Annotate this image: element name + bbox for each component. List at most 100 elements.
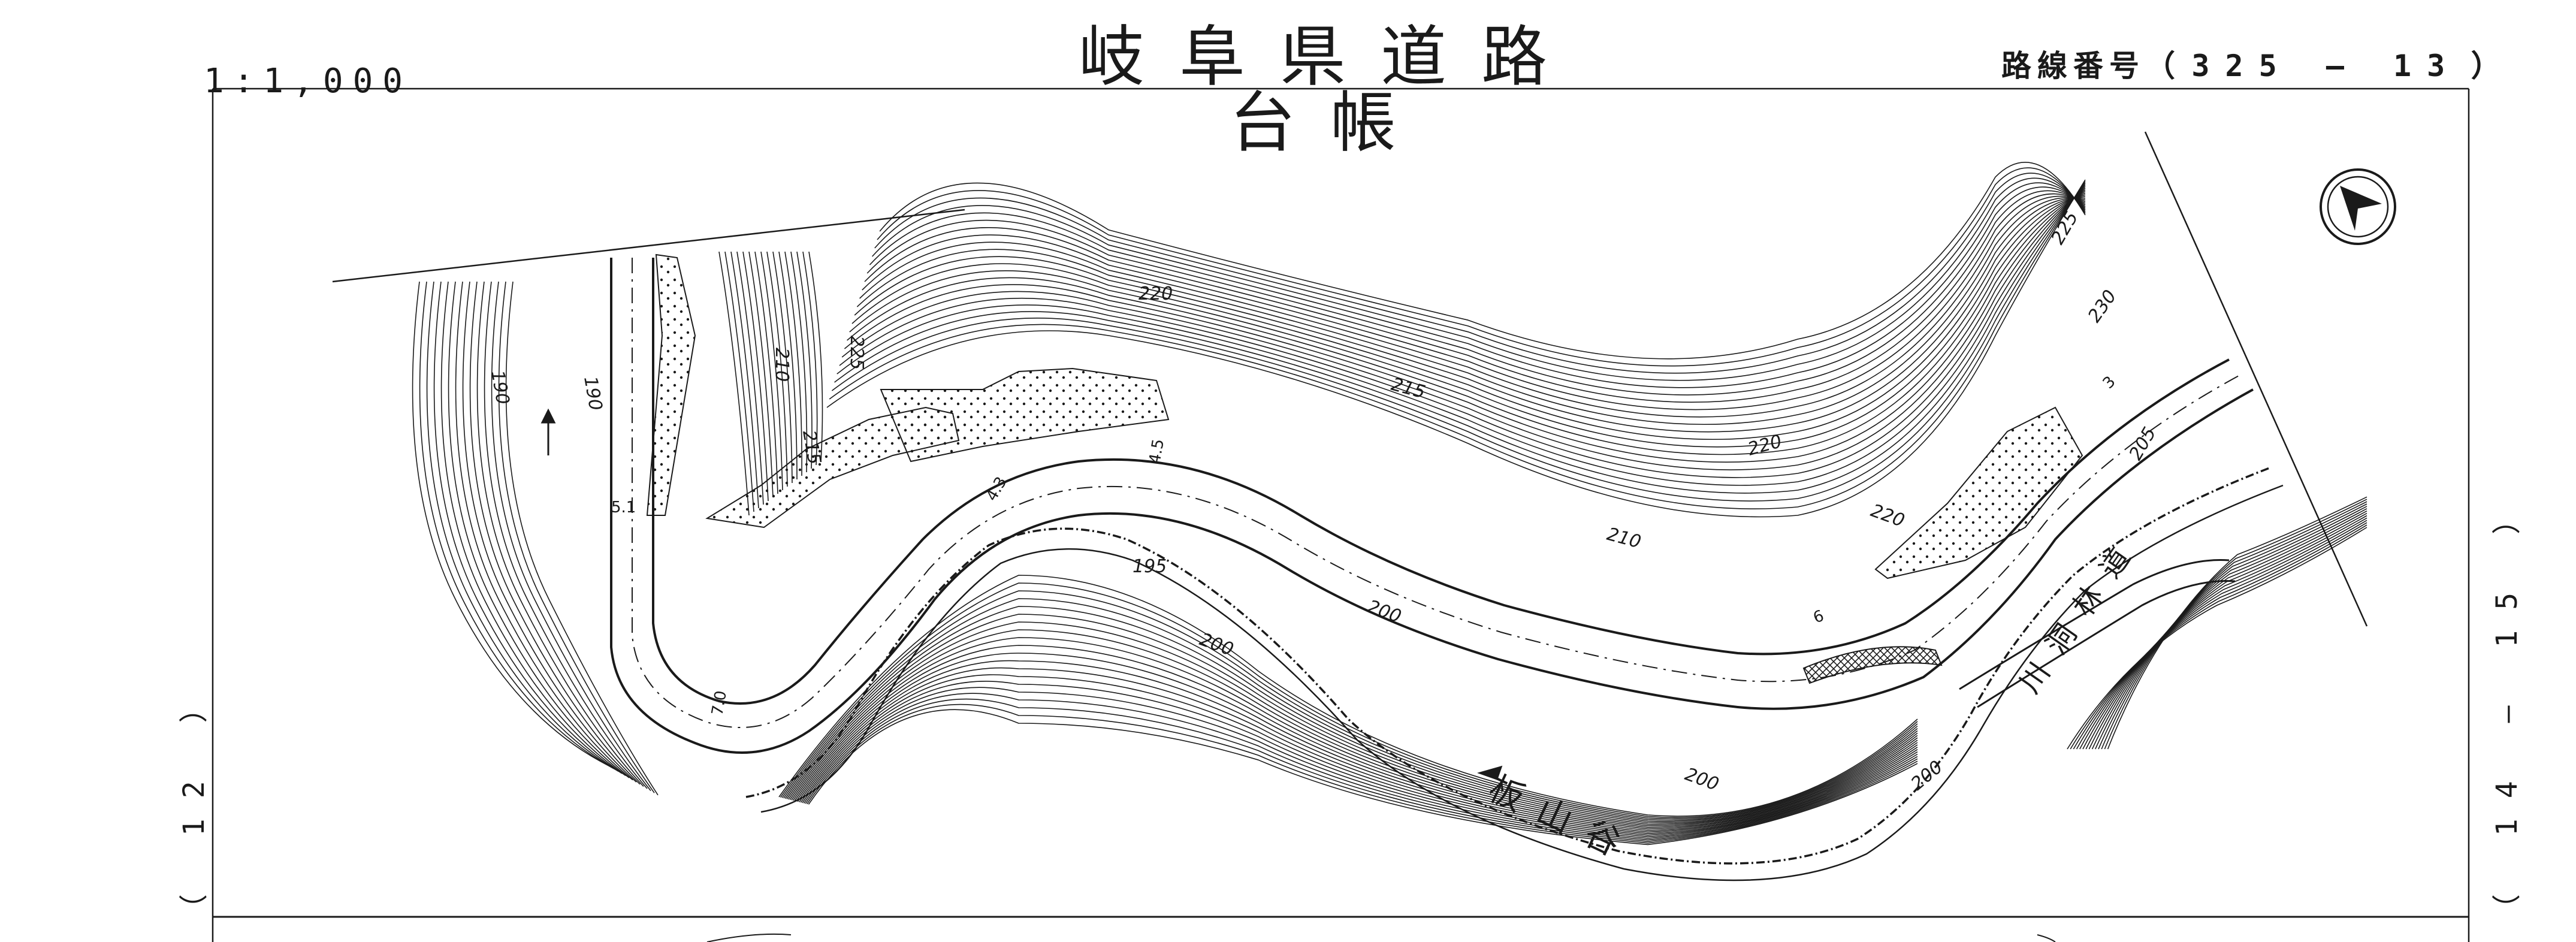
contour-line — [807, 704, 1918, 844]
contour-line — [831, 183, 2086, 502]
contour-line — [742, 251, 769, 502]
contour-line — [862, 193, 2086, 410]
contour-line — [505, 281, 659, 796]
contour-line — [754, 251, 778, 494]
contour-line — [780, 582, 1918, 818]
contour-line — [783, 598, 1918, 821]
contour-label: 200 — [1907, 757, 1947, 795]
contour-line — [2070, 524, 2367, 750]
contour-label: 190 — [487, 369, 513, 406]
contour-line — [794, 653, 1918, 831]
contour-line — [795, 660, 1918, 833]
contour-line — [748, 251, 774, 498]
contour-line — [484, 281, 648, 789]
contour-line — [829, 181, 2086, 509]
contour-line — [803, 693, 1918, 841]
route-number-close: ） — [2471, 49, 2507, 83]
contour-line — [841, 189, 2086, 470]
contour-line — [498, 281, 655, 793]
contour-line — [802, 687, 1918, 839]
contour-line — [790, 251, 808, 473]
contour-line — [2079, 517, 2367, 750]
contour-line — [455, 281, 633, 781]
contour-line — [2076, 520, 2367, 750]
contour-line — [877, 167, 2086, 367]
contour-line — [879, 162, 2086, 360]
road-width-label: 6 — [1811, 607, 1826, 627]
stipple-area-north-slope — [646, 253, 696, 516]
contour-line — [2067, 527, 2367, 750]
contour-line — [426, 281, 619, 772]
contour-line — [802, 251, 818, 466]
contour-line — [772, 251, 793, 484]
contour-line — [724, 251, 754, 512]
contour-line — [786, 614, 1918, 824]
contour-line — [760, 251, 783, 491]
contour-line — [847, 192, 2086, 455]
contour-line — [800, 681, 1918, 838]
contour-line — [781, 590, 1918, 820]
contour-label: 220 — [1138, 283, 1173, 304]
contour-line — [730, 251, 759, 509]
map-title: 岐阜県道路台帳 — [1079, 19, 1582, 161]
contour-line — [2104, 499, 2367, 750]
contour-label: 190 — [579, 375, 606, 412]
contour-line — [872, 177, 2086, 381]
contour-line — [736, 251, 764, 505]
road-width-label: 4.3 — [983, 474, 1011, 505]
contour-label: 225 — [846, 336, 867, 370]
contour-line — [778, 251, 798, 480]
contour-label: 200 — [1364, 596, 1404, 627]
contour-line — [791, 637, 1918, 828]
contour-line — [419, 281, 615, 770]
contour-line — [491, 281, 651, 792]
contour-line — [784, 606, 1918, 822]
terrain-fills — [646, 253, 2083, 684]
road-edge-outer — [610, 258, 2254, 754]
contour-line — [864, 190, 2086, 403]
contour-line — [2082, 515, 2367, 750]
contour-line — [839, 188, 2086, 478]
contour-line — [849, 194, 2086, 448]
contour-line — [869, 182, 2086, 388]
contour-line — [874, 173, 2086, 374]
contour-line — [778, 575, 1918, 817]
contour-line — [787, 621, 1918, 825]
road-edge-inner — [652, 258, 2230, 705]
contour-label: 205 — [2125, 424, 2161, 464]
contour-label: 215 — [1389, 374, 1427, 403]
contour-label: 220 — [1745, 431, 1784, 460]
contour-line — [476, 281, 644, 787]
contour-line — [469, 281, 641, 785]
contour-line — [2101, 501, 2367, 750]
road-width-label: 5.1 — [611, 499, 636, 517]
contour-line — [799, 674, 1918, 836]
hatched-embankment — [1802, 646, 1943, 684]
contour-line — [834, 184, 2086, 494]
main-road — [610, 258, 2254, 754]
contour-line — [844, 191, 2086, 463]
road-width-label: 4.5 — [1146, 437, 1168, 465]
contour-line — [718, 251, 750, 516]
contour-line — [2098, 503, 2367, 750]
contour-line — [2085, 512, 2367, 750]
contour-line — [796, 251, 813, 469]
contour-line — [854, 197, 2086, 433]
contour-label: 220 — [1868, 500, 1907, 532]
route-number: 路線番号（ 325 — 13 ） — [2001, 51, 2507, 81]
contour-line — [433, 281, 623, 774]
contour-lines — [412, 162, 2367, 846]
contour-line — [805, 698, 1918, 843]
stipple-area-east — [1874, 406, 2083, 579]
contour-line — [448, 281, 630, 778]
contour-label: 210 — [1605, 524, 1643, 553]
contour-line — [784, 251, 802, 476]
scale-label: 1:1,000 — [204, 62, 413, 101]
river-itayamadani — [745, 466, 2284, 881]
contour-line — [851, 196, 2086, 440]
contour-label: 210 — [771, 348, 792, 382]
contour-label: 200 — [1682, 764, 1722, 795]
contour-line — [412, 281, 612, 768]
road-width-label: 7.0 — [708, 689, 730, 717]
